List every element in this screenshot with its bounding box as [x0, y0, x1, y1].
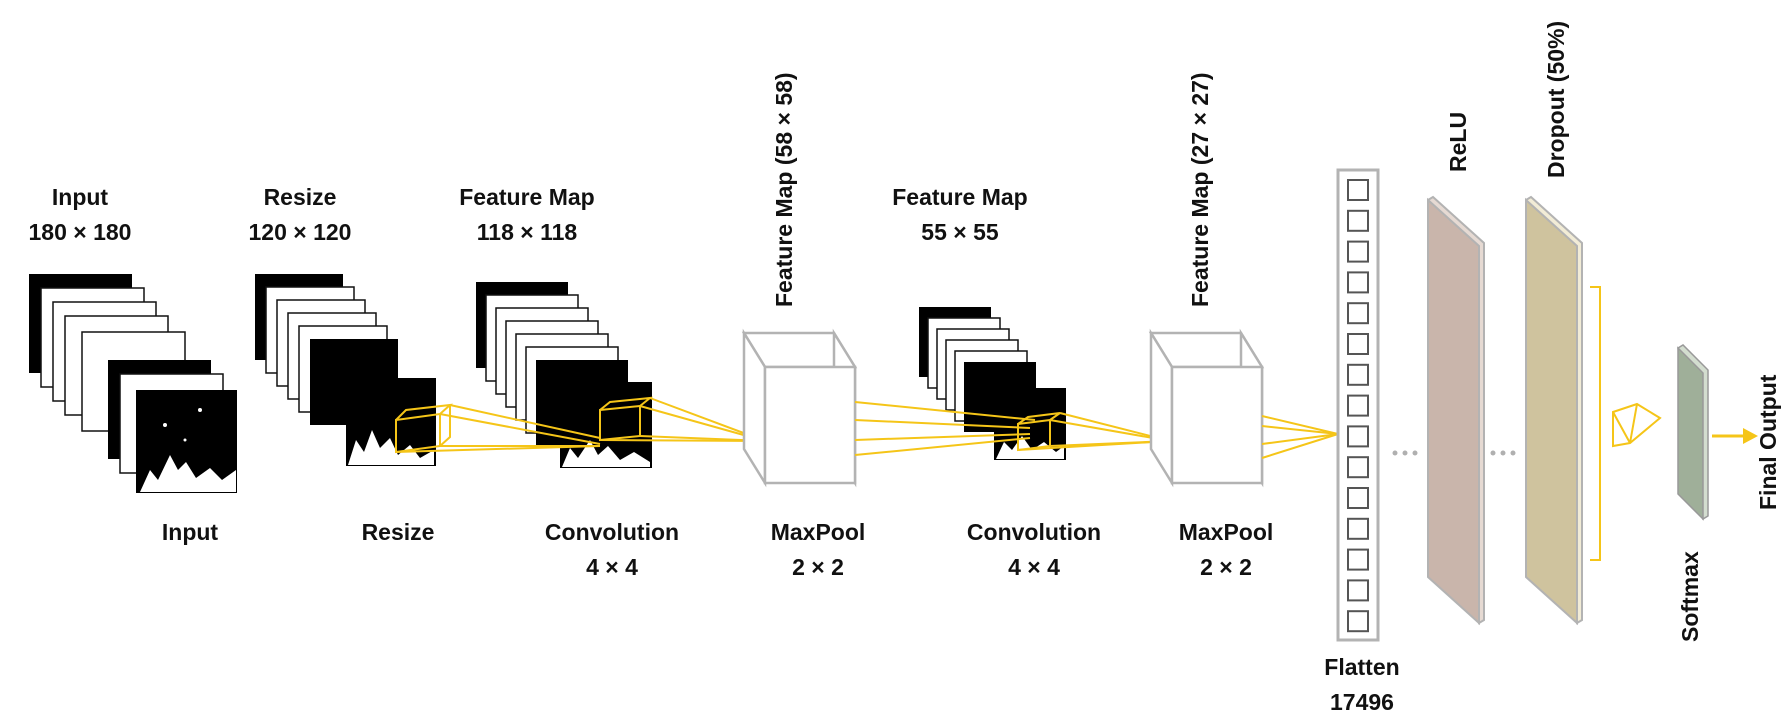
label-flatten-bottom-1: Flatten: [1324, 654, 1399, 680]
relu-layer: [1426, 195, 1485, 626]
label-dropout-vertical: Dropout (50%): [1543, 21, 1569, 178]
label-pool2-bottom-1: MaxPool: [1179, 519, 1274, 545]
flatten-cell: [1347, 394, 1369, 417]
dropout-to-softmax-connector: [1590, 286, 1662, 561]
label-input-top-1: Input: [52, 184, 109, 210]
flatten-cell: [1347, 240, 1369, 263]
label-fmap58-vertical: Feature Map (58 × 58): [771, 72, 797, 307]
flatten-cell: [1347, 333, 1369, 355]
flatten-cell: [1347, 548, 1369, 571]
flatten-cell: [1347, 517, 1369, 540]
flatten-cell: [1347, 179, 1369, 201]
label-pool1-bottom-1: MaxPool: [771, 519, 866, 545]
connector-pool2-to-flatten: [1261, 415, 1339, 459]
label-pool2-bottom-2: 2 × 2: [1200, 554, 1252, 580]
feature-map-118-stack: [476, 282, 652, 468]
maxpool1-cube: [741, 328, 858, 488]
label-fmap118-top-2: 118 × 118: [477, 219, 578, 245]
input-image-stack: [29, 274, 237, 493]
label-softmax-vertical: Softmax: [1677, 551, 1703, 642]
label-relu-vertical: ReLU: [1445, 112, 1471, 172]
flatten-cell: [1347, 610, 1369, 633]
label-pool1-bottom-2: 2 × 2: [792, 554, 844, 580]
connector-pool1-to-conv2: [854, 401, 1061, 456]
label-input-bottom: Input: [162, 519, 219, 545]
softmax-layer: [1677, 344, 1709, 521]
maxpool2-cube: [1148, 328, 1265, 488]
label-resize-top-1: Resize: [264, 184, 337, 210]
label-fmap55-top-1: Feature Map: [892, 184, 1027, 210]
flatten-cell: [1347, 425, 1369, 448]
resize-image-stack: [255, 274, 436, 466]
label-conv1-bottom-2: 4 × 4: [586, 554, 638, 580]
flatten-cell: [1347, 363, 1369, 386]
flatten-cell: [1347, 456, 1369, 479]
flatten-cell: [1347, 579, 1369, 602]
label-fmap27-vertical: Feature Map (27 × 27): [1187, 72, 1213, 307]
connector-resize-to-conv1: [395, 403, 601, 454]
label-fmap55-top-2: 55 × 55: [921, 219, 999, 245]
label-conv2-bottom-1: Convolution: [967, 519, 1101, 545]
label-conv2-bottom-2: 4 × 4: [1008, 554, 1060, 580]
label-resize-bottom: Resize: [362, 519, 435, 545]
flatten-cell: [1347, 487, 1369, 509]
label-flatten-bottom-2: 17496: [1330, 689, 1394, 715]
label-resize-top-2: 120 × 120: [249, 219, 352, 245]
label-conv1-bottom-1: Convolution: [545, 519, 679, 545]
label-final-output-vertical: Final Output: [1755, 374, 1781, 510]
ellipsis-flatten-relu: [1392, 450, 1418, 456]
label-input-top-2: 180 × 180: [29, 219, 132, 245]
flatten-column: [1336, 168, 1380, 642]
dropout-layer: [1524, 195, 1583, 626]
ellipsis-relu-dropout: [1490, 450, 1516, 456]
flatten-cell: [1347, 209, 1369, 232]
flatten-cell: [1347, 271, 1369, 294]
label-fmap118-top-1: Feature Map: [459, 184, 594, 210]
output-arrow: [1712, 428, 1758, 444]
flatten-cell: [1347, 302, 1369, 325]
